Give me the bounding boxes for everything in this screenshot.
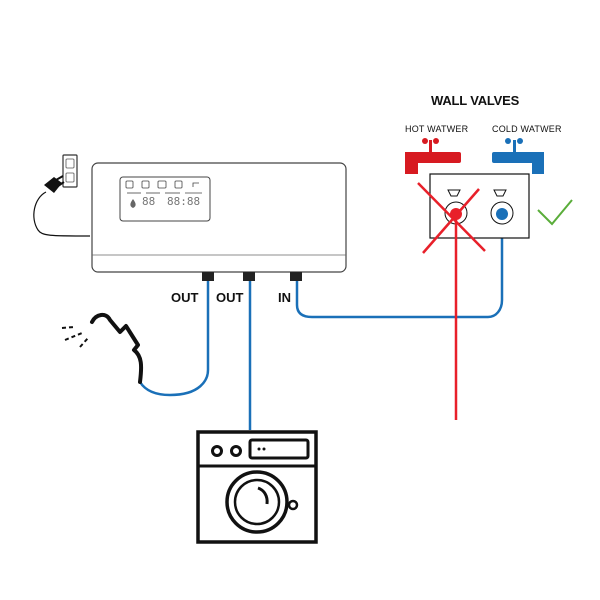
hot-faucet-icon: [405, 138, 461, 174]
port-out-2: [243, 272, 255, 281]
shower-head-icon: [61, 313, 144, 384]
lcd-icons: [125, 180, 202, 194]
port-label-out-2: OUT: [216, 290, 244, 305]
washing-machine-icon: [196, 430, 318, 544]
cold-valve-knob: [496, 208, 508, 220]
hot-water-label: HOT WATWER: [405, 124, 469, 134]
lcd-left-readout: 88: [142, 195, 156, 208]
wall-outlet-icon: [62, 154, 78, 188]
cold-water-label: COLD WATWER: [492, 124, 562, 134]
cross-icon: [417, 182, 486, 254]
pipe-inlet: [295, 212, 504, 319]
lcd-right-readout: 88:88: [167, 195, 201, 208]
pipe-shower: [138, 281, 210, 397]
water-heater-unit: [91, 162, 347, 273]
wall-valves-title: WALL VALVES: [431, 93, 520, 108]
port-label-in: IN: [278, 290, 291, 305]
port-out-1: [202, 272, 214, 281]
cold-faucet-icon: [492, 138, 544, 174]
flame-icon: [130, 199, 136, 208]
port-in: [290, 272, 302, 281]
port-label-out-1: OUT: [171, 290, 199, 305]
power-plug-icon: [33, 175, 91, 237]
check-icon: [537, 199, 573, 226]
